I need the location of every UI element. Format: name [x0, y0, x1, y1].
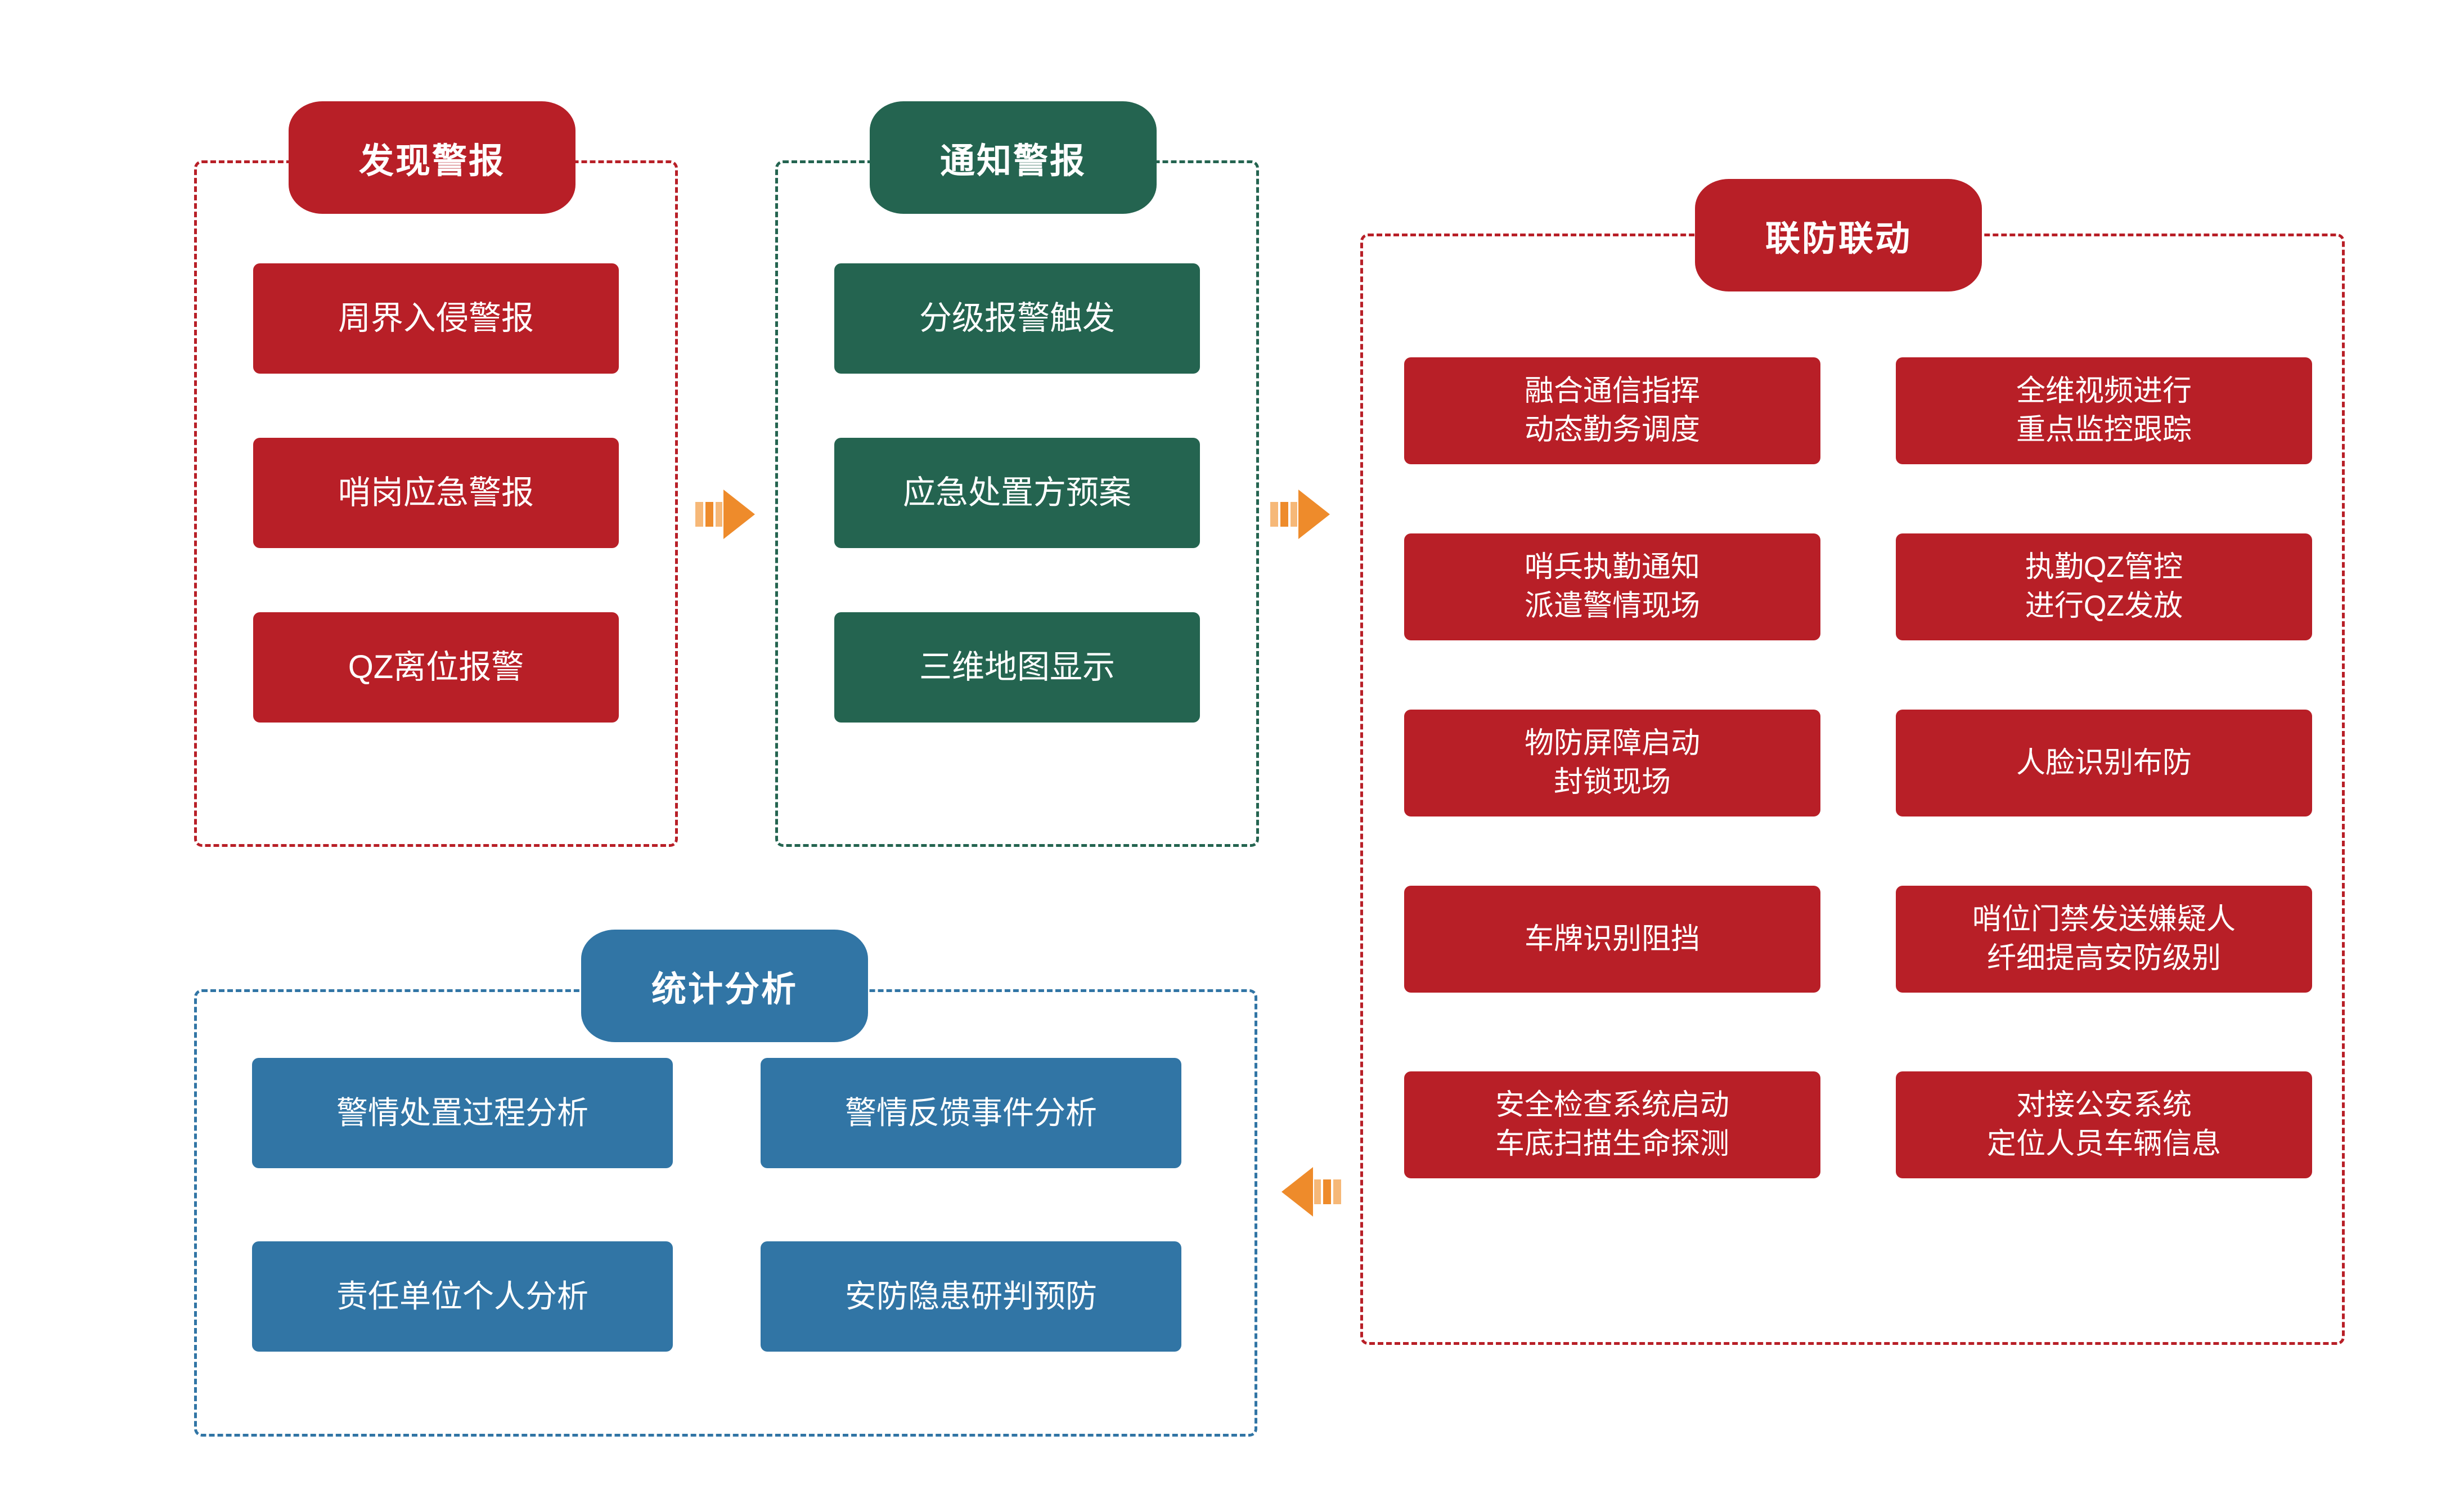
item-line: 责任单位个人分析 — [336, 1278, 588, 1314]
section-header-joint-defense[interactable]: 联防联动 — [1695, 179, 1982, 291]
item-line: 对接公安系统 — [2016, 1089, 2192, 1122]
item-line: 分级报警触发 — [919, 299, 1115, 337]
item-box-emergency-response-plan[interactable]: 应急处置方预案 — [834, 438, 1200, 548]
item-box-omnidirectional-video-tracking[interactable]: 全维视频进行 重点监控跟踪 — [1896, 357, 2312, 464]
item-box-alarm-handling-process-analysis[interactable]: 警情处置过程分析 — [252, 1058, 673, 1168]
item-box-face-recognition-deployment[interactable]: 人脸识别布防 — [1896, 710, 2312, 816]
arrow-left-icon-joint-to-statistics — [1282, 1167, 1341, 1217]
item-box-public-security-integration[interactable]: 对接公安系统 定位人员车辆信息 — [1896, 1071, 2312, 1178]
item-box-license-plate-blocking[interactable]: 车牌识别阻挡 — [1404, 886, 1820, 993]
item-box-alarm-feedback-event-analysis[interactable]: 警情反馈事件分析 — [761, 1058, 1181, 1168]
item-line: 重点监控跟踪 — [2016, 414, 2192, 446]
item-box-graded-alarm-trigger[interactable]: 分级报警触发 — [834, 263, 1200, 374]
arrow-right-icon-notify-to-joint — [1270, 490, 1330, 539]
item-line: 封锁现场 — [1553, 766, 1671, 798]
item-line: 应急处置方预案 — [902, 474, 1131, 511]
item-line: 哨位门禁发送嫌疑人 — [1972, 903, 2236, 936]
item-line: 车牌识别阻挡 — [1524, 922, 1700, 955]
item-box-perimeter-intrusion-alarm[interactable]: 周界入侵警报 — [253, 263, 619, 374]
item-line: 物防屏障启动 — [1524, 727, 1700, 760]
item-box-qz-offpost-alarm[interactable]: QZ离位报警 — [253, 612, 619, 723]
item-box-physical-barrier-activation[interactable]: 物防屏障启动 封锁现场 — [1404, 710, 1820, 816]
item-line: 三维地图显示 — [919, 648, 1115, 685]
arrow-right-icon-discover-to-notify — [695, 490, 755, 539]
item-line: 人脸识别布防 — [2016, 746, 2192, 779]
item-line: 动态勤务调度 — [1524, 414, 1700, 446]
item-line: 纤细提高安防级别 — [1986, 942, 2221, 975]
item-line: 哨兵执勤通知 — [1524, 551, 1700, 584]
item-line: 执勤QZ管控 — [2025, 551, 2183, 584]
item-box-security-check-system[interactable]: 安全检查系统启动 车底扫描生命探测 — [1404, 1071, 1820, 1178]
item-box-responsible-unit-individual-analysis[interactable]: 责任单位个人分析 — [252, 1241, 673, 1352]
item-line: 车底扫描生命探测 — [1495, 1128, 1729, 1160]
section-header-statistical-analysis[interactable]: 统计分析 — [581, 930, 868, 1042]
item-line: 全维视频进行 — [2016, 375, 2192, 408]
item-line: 进行QZ发放 — [2025, 590, 2183, 622]
item-line: 警情处置过程分析 — [336, 1095, 588, 1131]
item-box-duty-qz-control[interactable]: 执勤QZ管控 进行QZ发放 — [1896, 533, 2312, 640]
item-line: 周界入侵警报 — [338, 299, 534, 337]
item-line: 哨岗应急警报 — [338, 474, 534, 511]
item-box-fusion-communication-command[interactable]: 融合通信指挥 动态勤务调度 — [1404, 357, 1820, 464]
item-box-sentry-duty-notification[interactable]: 哨兵执勤通知 派遣警情现场 — [1404, 533, 1820, 640]
item-line: QZ离位报警 — [348, 648, 524, 685]
item-line: 融合通信指挥 — [1524, 375, 1700, 408]
item-box-post-access-suspect-alert[interactable]: 哨位门禁发送嫌疑人 纤细提高安防级别 — [1896, 886, 2312, 993]
item-line: 定位人员车辆信息 — [1986, 1128, 2221, 1160]
section-statistical-analysis-frame — [194, 989, 1257, 1437]
item-box-security-risk-assessment-prevention[interactable]: 安防隐患研判预防 — [761, 1241, 1181, 1352]
item-box-sentry-emergency-alarm[interactable]: 哨岗应急警报 — [253, 438, 619, 548]
item-line: 安防隐患研判预防 — [845, 1278, 1097, 1314]
section-header-discover-alarm[interactable]: 发现警报 — [289, 101, 575, 214]
item-line: 安全检查系统启动 — [1495, 1089, 1729, 1122]
item-line: 警情反馈事件分析 — [845, 1095, 1097, 1131]
item-line: 派遣警情现场 — [1524, 590, 1700, 622]
section-header-notify-alarm[interactable]: 通知警报 — [870, 101, 1157, 214]
item-box-3d-map-display[interactable]: 三维地图显示 — [834, 612, 1200, 723]
